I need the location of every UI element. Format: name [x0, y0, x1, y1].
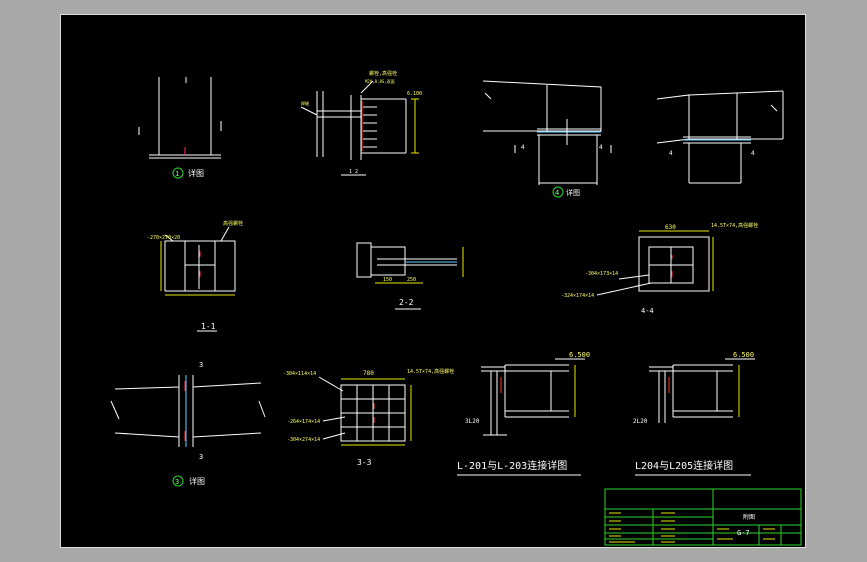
- detail-2-elevation: 6.100: [407, 91, 422, 97]
- section-1-1-note-left: -270×270×20: [147, 235, 180, 241]
- section-3-3-note-c: -264×174×14: [287, 419, 320, 425]
- section-3-3-note-d: -304×274×14: [287, 437, 320, 443]
- detail-1[interactable]: 1 详图: [138, 77, 222, 179]
- l201-title: L-201与L-203连接详图: [457, 459, 567, 472]
- section-3-3-dim-top: 780: [363, 370, 374, 377]
- section-4-4-note-c: -324×174×14: [561, 293, 594, 299]
- detail-4-marker-icon: [552, 186, 564, 198]
- section-3-3-label: 3-3: [357, 458, 372, 467]
- l204-elevation: 6.500: [733, 351, 754, 359]
- l204-mark: 2L20: [633, 418, 648, 425]
- section-4-4-note-b: -304×173×14: [585, 271, 618, 277]
- title-block-drawing-number: G-7: [737, 529, 750, 537]
- detail-1-number: 1: [175, 170, 179, 178]
- detail-2-note-2: M20,8.8S,双面: [365, 79, 395, 84]
- l201-mark: 3L20: [465, 418, 480, 425]
- drawing-sheet[interactable]: 1 详图 螺栓,高强栓 M20,8.8S,双面 焊缝 6.100 1: [60, 14, 806, 548]
- detail-1-marker-icon: [172, 167, 184, 179]
- section-1-1[interactable]: -270×270×20 高强螺栓 1-1: [147, 220, 243, 332]
- detail-4-number: 4: [555, 189, 559, 197]
- section-2-2-dim-b: 250: [407, 277, 416, 283]
- detail-4-section-left: 4: [521, 144, 525, 151]
- detail-4-label: 详图: [566, 188, 580, 197]
- section-2-2-label: 2-2: [399, 298, 414, 307]
- detail-2[interactable]: 螺栓,高强栓 M20,8.8S,双面 焊缝 6.100 1 2: [300, 70, 422, 176]
- detail-l204-l205[interactable]: 6.500 2L20 L204与L205连接详图: [633, 351, 755, 476]
- section-2-2-dim-a: 150: [383, 277, 392, 283]
- detail-3[interactable]: 3 3 3 详图: [110, 361, 266, 487]
- section-4-4-note-a: 14.5T×74,高强螺栓: [711, 222, 758, 229]
- detail-4v-section-left: 4: [669, 150, 673, 157]
- l201-elevation: 6.500: [569, 351, 590, 359]
- section-3-3[interactable]: 780 14.5T×74,高强螺栓 -304×114×14 -264×174×1…: [283, 368, 454, 467]
- section-1-1-label: 1-1: [201, 322, 216, 331]
- detail-2-note-left: 焊缝: [301, 100, 309, 106]
- cad-canvas[interactable]: 1 详图 螺栓,高强栓 M20,8.8S,双面 焊缝 6.100 1: [61, 15, 805, 547]
- section-3-3-note-a: 14.5T×74,高强螺栓: [407, 368, 454, 375]
- detail-3-number: 3: [175, 478, 179, 486]
- detail-3-section-bottom: 3: [199, 453, 203, 461]
- detail-1-label: 详图: [188, 168, 204, 178]
- section-3-3-note-b: -304×114×14: [283, 371, 316, 377]
- section-4-4[interactable]: 630 14.5T×74,高强螺栓 -304×173×14 -324×174×1…: [561, 222, 758, 315]
- l204-title: L204与L205连接详图: [635, 459, 733, 472]
- section-4-4-label: 4-4: [641, 307, 654, 315]
- title-block-drawing-name: 附图: [743, 513, 755, 521]
- detail-3-section-top: 3: [199, 361, 203, 369]
- section-1-1-note-right: 高强螺栓: [223, 220, 243, 227]
- title-block[interactable]: 附图 G-7: [604, 488, 802, 546]
- detail-4[interactable]: 4 4 4 详图: [482, 80, 612, 198]
- detail-2-note-top: 螺栓,高强栓: [369, 70, 397, 77]
- detail-4v-section-right: 4: [751, 150, 755, 157]
- detail-4-section-right: 4: [599, 144, 603, 151]
- detail-l201-l203[interactable]: 6.500 3L20 L-201与L-203连接详图: [457, 351, 590, 476]
- detail-3-label: 详图: [189, 476, 205, 486]
- detail-3-marker-icon: [172, 475, 184, 487]
- section-4-4-dim-top: 630: [665, 224, 676, 231]
- detail-2-bottom-label: 1 2: [349, 169, 358, 175]
- section-2-2[interactable]: 150 250 2-2: [356, 242, 464, 310]
- detail-4-variant[interactable]: 4 4: [656, 90, 784, 184]
